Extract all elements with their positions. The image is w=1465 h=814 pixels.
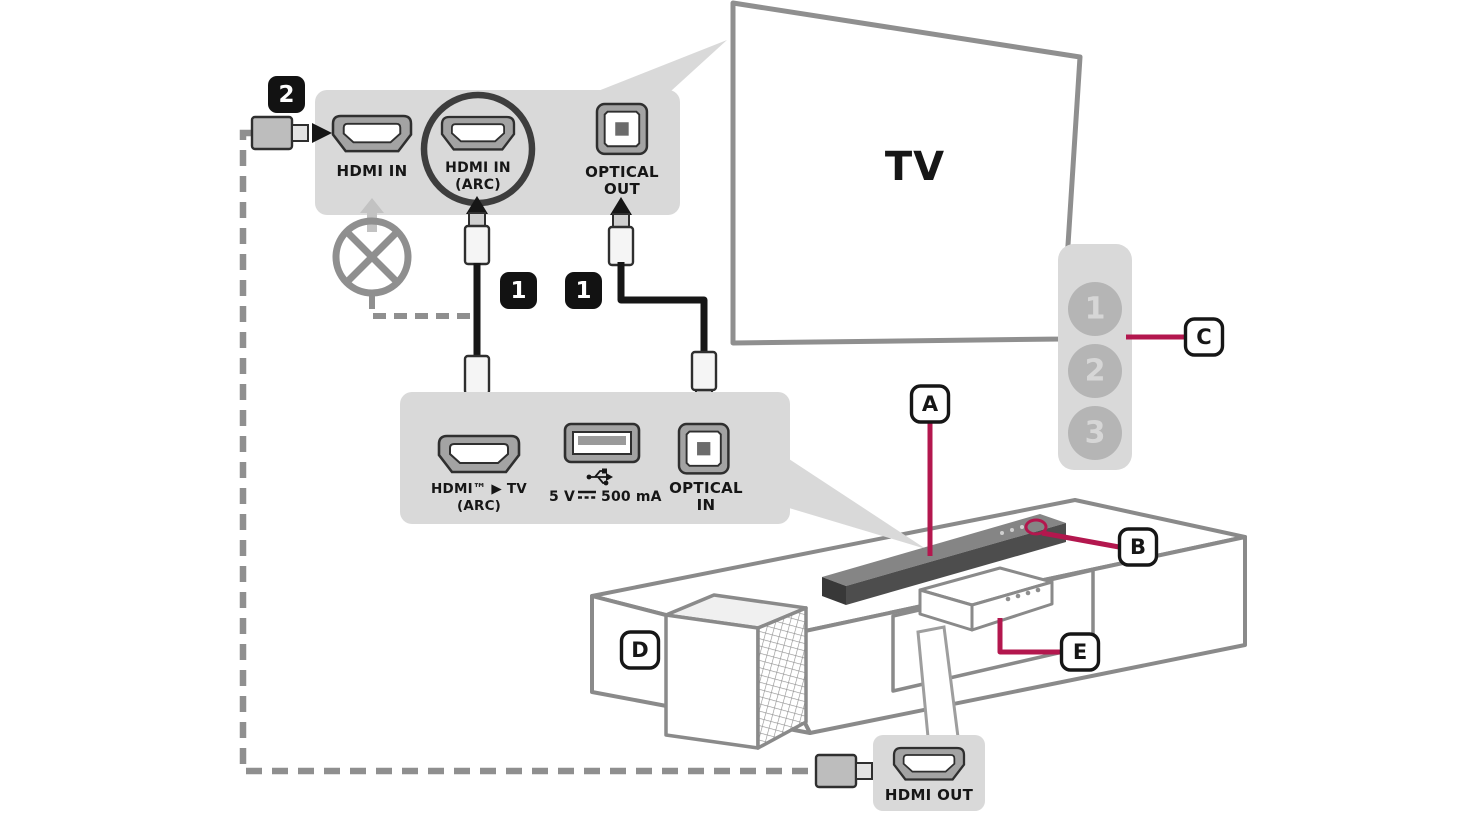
input-button-1-label: 1 [1085, 292, 1106, 327]
hdmi-plug-top-icon [250, 115, 310, 151]
soundbar-front-face [846, 523, 1066, 605]
input-button-2-label: 2 [1085, 354, 1106, 389]
step-1-hdmi-badge: 1 [500, 272, 537, 309]
soundbar-hdmi-label-line1: HDMI™ ▶ TV [431, 481, 527, 497]
subwoofer [664, 593, 808, 750]
step-1-optical-badge: 1 [565, 272, 602, 309]
soundbar-hdmi-port-icon [437, 434, 521, 474]
optical-cable-plug-upper-icon [607, 212, 635, 267]
input-button-1 [1068, 282, 1122, 336]
hdmi-in-arc-label-line1: HDMI IN [445, 160, 511, 176]
tv-label: TV [885, 144, 945, 190]
plug-arrow-top-icon [312, 123, 332, 143]
callout-e-label: E [1073, 640, 1087, 664]
soundbar-top-face [822, 514, 1066, 586]
optical-out-label-line1: OPTICAL [585, 163, 659, 181]
tv-panel-pointer [598, 40, 727, 91]
step-1-hdmi-label: 1 [510, 278, 526, 304]
set-top-box [918, 566, 1054, 632]
optical-out-label-line2: OUT [604, 180, 641, 198]
usb-label-prefix: 5 V [549, 489, 575, 505]
callout-a-badge: A [909, 384, 951, 424]
step-1-optical-label: 1 [575, 278, 591, 304]
hdmi-in-arc-port-icon [440, 115, 516, 151]
hdmi-in-port-icon [331, 114, 413, 153]
optical-in-label-line2: IN [697, 496, 716, 514]
stb-right-face [970, 580, 1054, 632]
prohibition-mark [332, 198, 474, 319]
soundbar-left-cap [822, 577, 846, 605]
hdmi-out-panel: HDMI OUT [873, 735, 985, 811]
soundbar-hdmi-label-line2: (ARC) [457, 498, 501, 514]
soundbar-control-dot [1010, 528, 1014, 532]
callout-b-label: B [1130, 535, 1146, 559]
callout-d-label: D [631, 638, 648, 662]
gray-up-arrow-icon [360, 198, 384, 232]
callout-b-badge: B [1117, 527, 1159, 567]
callout-line-b [1041, 530, 1120, 550]
tv-ports-panel: HDMI IN HDMI IN (ARC) OPTICAL OUT [315, 90, 680, 215]
hdmi-out-label: HDMI OUT [885, 786, 974, 804]
optical-out-port-icon [595, 102, 649, 156]
arrow-up-into-optical-icon [610, 197, 632, 215]
usb-trident-icon [586, 468, 613, 486]
dc-symbol-icon [578, 490, 596, 499]
soundbar-panel-pointer [789, 459, 926, 549]
callout-c-label: C [1196, 325, 1211, 349]
stb-button-dot [1005, 596, 1011, 602]
hdmi-in-arc-label-line2: (ARC) [455, 177, 501, 193]
input-button-3 [1068, 406, 1122, 460]
input-button-2 [1068, 344, 1122, 398]
callout-d-badge: D [619, 630, 661, 670]
callouts: A B C D E [619, 317, 1225, 672]
callout-e-badge: E [1059, 632, 1101, 672]
soundbar [822, 514, 1066, 605]
tv-input-panel: 1 2 3 [1058, 244, 1132, 470]
soundbar-ports-panel: HDMI™ ▶ TV (ARC) 5 V 500 mA OPTICAL IN [400, 392, 790, 524]
hdmi-plug-bottom-icon [814, 753, 874, 789]
crossed-circle-icon [332, 217, 412, 297]
stb-button-dot [1035, 587, 1041, 593]
optical-in-port-icon [677, 422, 730, 475]
soundbar-control-dot [1020, 525, 1024, 529]
stb-button-dot [1025, 590, 1031, 596]
cross-line-2 [344, 229, 400, 285]
dashed-cable-path [239, 129, 816, 775]
arrow-up-into-arc-icon [466, 196, 488, 214]
step-2-badge: 2 [268, 76, 305, 113]
optical-cable [607, 197, 718, 426]
soundbar-control-dot [1000, 531, 1004, 535]
stb-button-dot [1015, 593, 1021, 599]
usb-label-suffix: 500 mA [601, 489, 662, 505]
hdmi-cable-plug-upper-icon [463, 211, 491, 266]
input-button-3-label: 3 [1085, 416, 1106, 451]
hdmi-in-label: HDMI IN [337, 162, 408, 180]
control-button-highlight [1024, 518, 1048, 536]
callout-c-badge: C [1183, 317, 1225, 357]
hdmi-out-port-icon [892, 746, 966, 781]
callout-a-label: A [922, 392, 939, 416]
step-2-label: 2 [278, 82, 294, 108]
tv: TV [730, 0, 1083, 346]
subwoofer-front-face [664, 613, 760, 750]
subwoofer-grille-face [756, 606, 808, 750]
optical-cable-line [617, 262, 708, 353]
callout-line-e [997, 618, 1061, 655]
optical-in-label-line1: OPTICAL [669, 479, 743, 497]
prohibited-dashed-path [369, 296, 474, 319]
usb-port-icon [563, 422, 641, 464]
